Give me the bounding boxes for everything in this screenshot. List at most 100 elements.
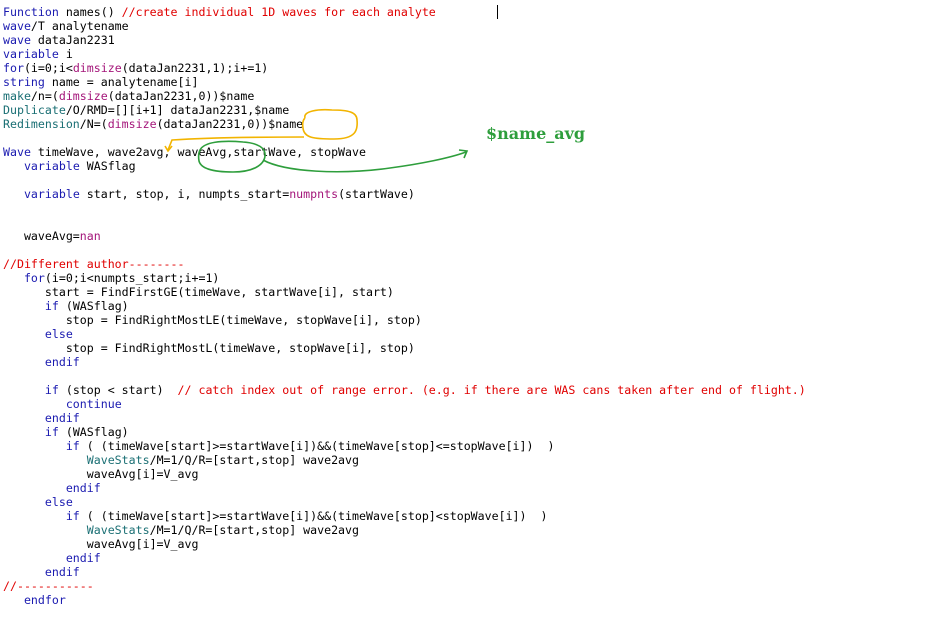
code-line-22[interactable]: if (WASflag) bbox=[3, 299, 129, 313]
code-line-29[interactable]: continue bbox=[3, 397, 122, 411]
code-token: (stop < start) bbox=[58, 383, 178, 397]
code-line-31[interactable]: if (WASflag) bbox=[3, 425, 129, 439]
code-token bbox=[3, 411, 45, 425]
code-token: (startWave) bbox=[338, 187, 415, 201]
code-line-28[interactable]: if (stop < start) // catch index out of … bbox=[3, 383, 806, 397]
code-token: /M=1/Q/R=[start,stop] wave2avg bbox=[149, 453, 359, 467]
code-line-12[interactable]: variable WASflag bbox=[3, 159, 136, 173]
code-token bbox=[3, 523, 87, 537]
code-token: else bbox=[44, 327, 73, 341]
code-token bbox=[3, 481, 66, 495]
code-line-32[interactable]: if ( (timeWave[start]>=startWave[i])&&(t… bbox=[3, 439, 555, 453]
code-token: /N=( bbox=[79, 117, 108, 131]
code-token: variable bbox=[3, 47, 59, 61]
code-token: for bbox=[23, 271, 45, 285]
code-line-19[interactable]: //Different author-------- bbox=[3, 257, 184, 271]
code-token: Duplicate bbox=[3, 103, 66, 117]
code-token: stop = FindRightMostLE(timeWave, stopWav… bbox=[3, 313, 422, 327]
code-line-5[interactable]: for(i=0;i<dimsize(dataJan2231,1);i+=1) bbox=[3, 61, 268, 75]
code-token: timeWave, wave2avg, waveAvg,startWave, s… bbox=[30, 145, 366, 159]
code-token: make bbox=[3, 89, 31, 103]
code-token: (dataJan2231,0))$name bbox=[107, 89, 255, 103]
code-line-21[interactable]: start = FindFirstGE(timeWave, startWave[… bbox=[3, 285, 394, 299]
code-line-33[interactable]: WaveStats/M=1/Q/R=[start,stop] wave2avg bbox=[3, 453, 359, 467]
code-token: Wave bbox=[3, 145, 31, 159]
code-line-8[interactable]: Duplicate/O/RMD=[][i+1] dataJan2231,$nam… bbox=[3, 103, 289, 117]
code-token: endif bbox=[44, 355, 80, 369]
code-token: endfor bbox=[23, 593, 66, 607]
code-line-42[interactable]: //----------- bbox=[3, 579, 94, 593]
code-token bbox=[3, 271, 24, 285]
code-token bbox=[3, 495, 45, 509]
code-line-11[interactable]: Wave timeWave, wave2avg, waveAvg,startWa… bbox=[3, 145, 366, 159]
code-line-3[interactable]: wave dataJan2231 bbox=[3, 33, 115, 47]
annotation-label: $name_avg bbox=[486, 124, 586, 143]
code-token: if bbox=[44, 383, 59, 397]
code-token: i bbox=[58, 47, 73, 61]
code-line-23[interactable]: stop = FindRightMostLE(timeWave, stopWav… bbox=[3, 313, 422, 327]
code-token: WASflag bbox=[79, 159, 136, 173]
code-token: names() bbox=[58, 5, 122, 19]
code-token: dimsize bbox=[58, 89, 108, 103]
text-caret bbox=[497, 5, 498, 19]
code-line-20[interactable]: for(i=0;i<numpts_start;i+=1) bbox=[3, 271, 219, 285]
code-line-6[interactable]: string name = analytename[i] bbox=[3, 75, 198, 89]
code-token: dimsize bbox=[107, 117, 157, 131]
code-line-14[interactable]: variable start, stop, i, numpts_start=nu… bbox=[3, 187, 415, 201]
code-token: /n=( bbox=[30, 89, 59, 103]
code-token: string bbox=[3, 75, 45, 89]
code-token bbox=[3, 299, 45, 313]
code-token bbox=[3, 327, 45, 341]
code-token: start, stop, i, numpts_start= bbox=[79, 187, 290, 201]
code-line-25[interactable]: stop = FindRightMostL(timeWave, stopWave… bbox=[3, 341, 415, 355]
code-line-7[interactable]: make/n=(dimsize(dataJan2231,0))$name bbox=[3, 89, 254, 103]
code-token: (dataJan2231,1);i+=1) bbox=[121, 61, 269, 75]
code-token: endif bbox=[44, 411, 80, 425]
code-line-4[interactable]: variable i bbox=[3, 47, 73, 61]
code-token: Redimension bbox=[3, 117, 80, 131]
code-token: numpnts bbox=[289, 187, 339, 201]
code-line-24[interactable]: else bbox=[3, 327, 73, 341]
code-token: WaveStats bbox=[86, 523, 150, 537]
code-token: waveAvg= bbox=[3, 229, 80, 243]
code-token: ( (timeWave[start]>=startWave[i])&&(time… bbox=[79, 439, 555, 453]
code-token bbox=[3, 187, 24, 201]
code-line-43[interactable]: endfor bbox=[3, 593, 66, 607]
code-line-38[interactable]: WaveStats/M=1/Q/R=[start,stop] wave2avg bbox=[3, 523, 359, 537]
code-token: if bbox=[65, 509, 80, 523]
code-token: (i=0;i< bbox=[23, 61, 73, 75]
code-line-37[interactable]: if ( (timeWave[start]>=startWave[i])&&(t… bbox=[3, 509, 548, 523]
code-token: // catch index out of range error. (e.g.… bbox=[177, 383, 806, 397]
code-line-36[interactable]: else bbox=[3, 495, 73, 509]
code-line-40[interactable]: endif bbox=[3, 551, 101, 565]
code-token: variable bbox=[23, 159, 80, 173]
code-token: dataJan2231 bbox=[30, 33, 115, 47]
code-token bbox=[3, 551, 66, 565]
code-line-2[interactable]: wave/T analytename bbox=[3, 19, 129, 33]
code-token: (dataJan2231,0))$name bbox=[156, 117, 304, 131]
code-token: else bbox=[44, 495, 73, 509]
code-token bbox=[3, 383, 45, 397]
code-line-9[interactable]: Redimension/N=(dimsize(dataJan2231,0))$n… bbox=[3, 117, 303, 131]
code-line-34[interactable]: waveAvg[i]=V_avg bbox=[3, 467, 199, 481]
code-line-39[interactable]: waveAvg[i]=V_avg bbox=[3, 537, 199, 551]
code-line-26[interactable]: endif bbox=[3, 355, 80, 369]
code-token bbox=[3, 355, 45, 369]
code-line-30[interactable]: endif bbox=[3, 411, 80, 425]
code-token: /T analytename bbox=[30, 19, 129, 33]
code-token: WaveStats bbox=[86, 453, 150, 467]
code-line-17[interactable]: waveAvg=nan bbox=[3, 229, 101, 243]
code-token: if bbox=[44, 299, 59, 313]
code-token bbox=[3, 453, 87, 467]
code-line-1[interactable]: Function names() //create individual 1D … bbox=[3, 5, 436, 19]
code-token: start = FindFirstGE(timeWave, startWave[… bbox=[3, 285, 394, 299]
code-line-35[interactable]: endif bbox=[3, 481, 101, 495]
code-token: //create individual 1D waves for each an… bbox=[121, 5, 436, 19]
code-token: wave bbox=[3, 19, 31, 33]
code-line-41[interactable]: endif bbox=[3, 565, 80, 579]
code-token: endif bbox=[65, 481, 101, 495]
code-token: continue bbox=[65, 397, 122, 411]
code-token: ( (timeWave[start]>=startWave[i])&&(time… bbox=[79, 509, 548, 523]
code-token bbox=[3, 509, 66, 523]
